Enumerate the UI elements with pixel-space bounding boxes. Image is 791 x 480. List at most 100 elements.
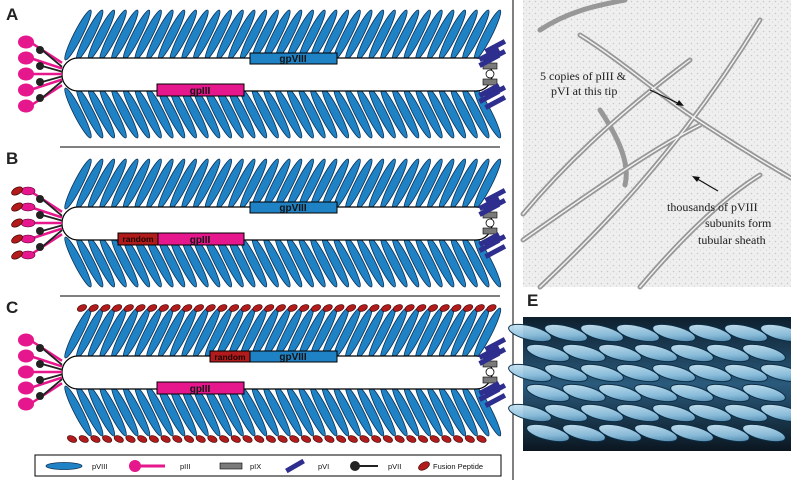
capsid-subunit-3d (634, 423, 678, 443)
fusion-peptide-upper (381, 304, 392, 312)
capsid-subunit-3d (742, 383, 786, 403)
piii-head (18, 51, 34, 65)
pvii-stalk (41, 373, 63, 381)
fusion-peptide-upper (427, 304, 439, 312)
fusion-peptide-lower (417, 435, 429, 443)
gpviii-label: gpVIII (279, 54, 306, 65)
capsid-subunit-3d (742, 343, 786, 363)
pvi-slash (484, 49, 507, 64)
capsid-subunit-3d (634, 343, 678, 363)
pvi-slash (478, 381, 501, 396)
pvii-ball-icon (350, 461, 360, 471)
fusion-peptide-lower (113, 435, 124, 443)
pvi-slash (484, 347, 507, 362)
panel-letter-a: A (6, 5, 18, 24)
pvi-slash (478, 47, 501, 62)
fusion-peptide-lower (242, 435, 253, 443)
capsid-subunit-3d (760, 363, 791, 383)
pvii-ball (36, 360, 44, 368)
fusion-peptide-lower (172, 435, 183, 443)
piii-pin-icon (129, 460, 141, 472)
fusion-peptide-upper (217, 304, 228, 312)
piii-head (18, 67, 34, 81)
capsid-subunit-3d (688, 403, 732, 423)
capsid-subunit-3d (652, 323, 696, 343)
fusion-peptide-lower (219, 435, 230, 443)
fusion-peptide-upper (229, 304, 240, 312)
fusion-peptide-lower (137, 435, 148, 443)
capsid-subunit-3d (508, 363, 552, 383)
gpiii-box (156, 83, 245, 97)
fusion-peptide-lower (324, 435, 335, 443)
gpviii-label: gpVIII (279, 352, 306, 363)
fusion-peptide-lower (183, 435, 195, 443)
fusion-peptide-upper (287, 304, 298, 312)
capsid-subunit-3d (508, 403, 552, 423)
pvi-slash (478, 232, 501, 247)
capsid-subunit-3d (760, 323, 791, 343)
fusion-peptide-upper (100, 304, 111, 312)
capsid-subunit-3d (598, 343, 642, 363)
piii-head (18, 83, 34, 97)
fusion-peptide-upper (474, 304, 485, 312)
pvi-slash (478, 345, 501, 360)
fusion-peptide-lower (359, 435, 370, 443)
piii-head (18, 365, 34, 379)
fusion-peptide-upper (451, 304, 462, 312)
fusion-peptide-lower (371, 435, 382, 443)
fusion-peptide-lower (464, 435, 475, 443)
capsid-subunit-3d (544, 403, 588, 423)
annotation-tip-line1: 5 copies of pIII & (540, 69, 627, 83)
fusion-peptide-upper (416, 304, 427, 312)
fusion-peptide-lower (125, 435, 136, 443)
capsid-subunit-3d (580, 403, 624, 423)
fusion-peptide-lower (453, 435, 464, 443)
pviii-subunit-upper (64, 9, 92, 61)
legend-label-pix: pIX (250, 462, 261, 471)
pvi-slash-icon (285, 458, 305, 474)
pvii-stalk (41, 363, 63, 371)
fusion-peptide-upper (404, 304, 415, 312)
fusion-peptide-upper (357, 304, 368, 312)
piii-head (18, 333, 34, 347)
fusion-peptide-tip (11, 234, 23, 244)
piii-stalk (29, 376, 63, 390)
fusion-peptide-upper (170, 304, 181, 312)
pix-bar-icon (219, 462, 243, 470)
capsid-subunit-3d (634, 383, 678, 403)
fusion-peptide-upper (310, 304, 322, 312)
gpviii-label: gpVIII (279, 203, 306, 214)
panel-letter-e: E (527, 291, 538, 310)
piii-stalk (29, 354, 63, 368)
capsid-subunit-3d (562, 423, 606, 443)
gpiii-label: gpIII (190, 235, 211, 246)
fusion-peptide-lower (382, 435, 393, 443)
capsid-subunit-3d (724, 403, 768, 423)
capsid-subunit-3d (724, 323, 768, 343)
panel-letter-c: C (6, 298, 18, 317)
piii-head (20, 250, 36, 260)
fusion-peptide-upper (264, 304, 275, 312)
capsid-subunit-3d (598, 423, 642, 443)
panel-letter-b: B (6, 149, 18, 168)
piii-head (18, 349, 34, 363)
fusion-peptide-tip (11, 202, 23, 212)
fusion-peptide-upper (252, 304, 263, 312)
pvii-ball (36, 243, 44, 251)
fusion-peptide-lower (347, 435, 358, 443)
legend-label-pviii: pVIII (92, 462, 107, 471)
fusion-peptide-upper (158, 304, 169, 312)
fusion-peptide-upper (334, 304, 345, 312)
piii-head (18, 35, 34, 49)
random-insert-box (117, 232, 159, 246)
capsid-subunit-3d (706, 343, 750, 363)
pvii-stalk (41, 224, 63, 232)
fusion-peptide-lower (429, 435, 440, 443)
pvii-stalk (41, 378, 63, 397)
pvii-ball (36, 78, 44, 86)
random-insert-box (209, 350, 251, 363)
pvi-slash (478, 238, 501, 253)
fusion-peptide-upper (147, 304, 158, 312)
pvii-ball (36, 211, 44, 219)
